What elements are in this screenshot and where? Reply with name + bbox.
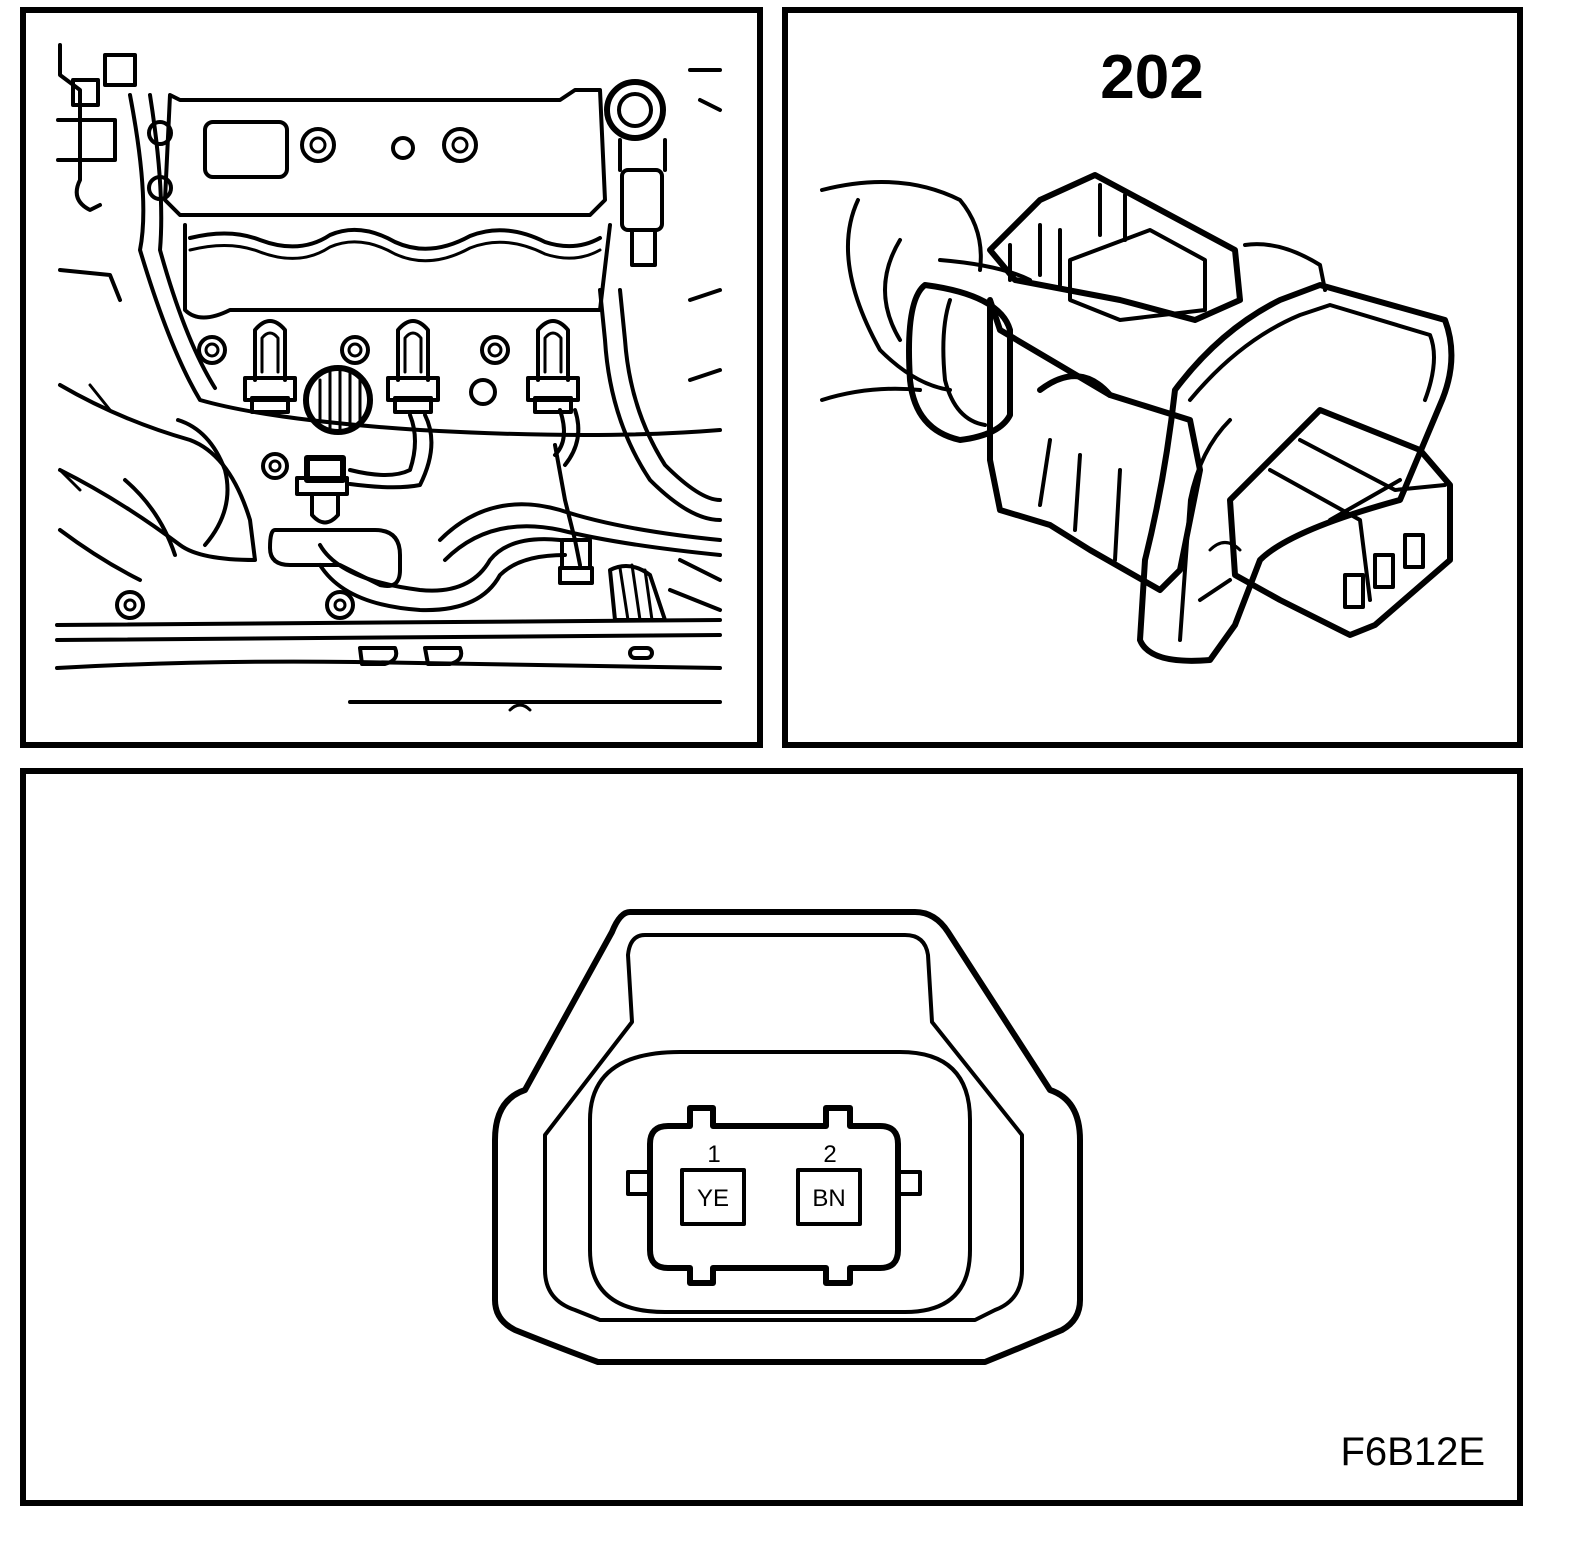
pin-1-number: 1 bbox=[707, 1141, 720, 1168]
pin-2-color-code: BN bbox=[812, 1185, 845, 1212]
pinout-panel: 1 YE 2 BN F6B12E bbox=[20, 768, 1523, 1506]
pin-1-color-code: YE bbox=[697, 1185, 729, 1212]
connector-face-drawing bbox=[492, 909, 1083, 1365]
pin-1-terminal bbox=[680, 1168, 746, 1226]
pin-1: 1 YE bbox=[680, 1141, 746, 1226]
panel-frame-connector bbox=[782, 7, 1523, 748]
figure-code: F6B12E bbox=[1340, 1430, 1485, 1474]
connector-isometric-drawing bbox=[820, 172, 1455, 664]
connector-view-panel: 202 bbox=[782, 7, 1523, 748]
pin-2: 2 BN bbox=[796, 1141, 862, 1226]
panel-frame-pinout bbox=[20, 768, 1523, 1506]
panel-frame-location bbox=[20, 7, 763, 748]
engine-location-panel bbox=[20, 7, 763, 748]
pin-2-number: 2 bbox=[823, 1141, 836, 1168]
connector-id-label: 202 bbox=[1100, 43, 1203, 112]
pin-2-terminal bbox=[796, 1168, 862, 1226]
engine-bay-drawing bbox=[55, 43, 722, 712]
